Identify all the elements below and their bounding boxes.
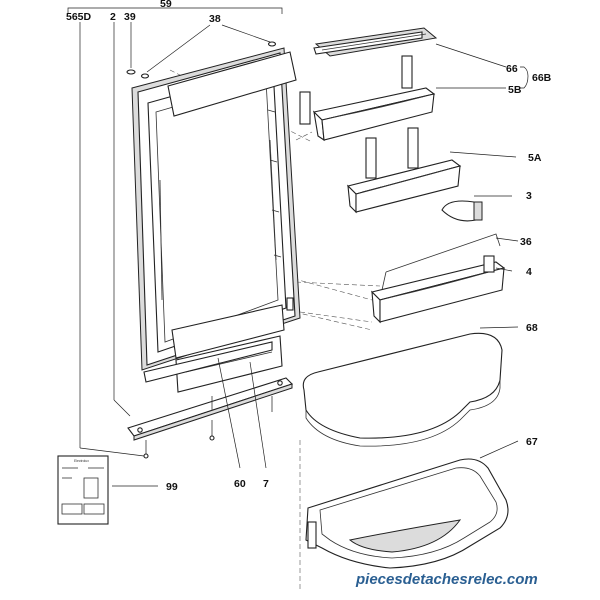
label-59: 59: [160, 0, 172, 10]
door-shelf-5b: [299, 55, 436, 142]
manual-brand: Electrolux: [74, 459, 89, 463]
label-60: 60: [234, 478, 246, 490]
label-67: 67: [526, 436, 538, 448]
shelf-lid-66: [313, 27, 438, 57]
label-66b: 66B: [532, 72, 552, 84]
label-2: 2: [110, 11, 116, 23]
label-68: 68: [526, 322, 538, 334]
label-3: 3: [526, 190, 532, 202]
label-36: 36: [520, 236, 532, 248]
door-frame: [131, 47, 301, 371]
kick-plate: [143, 335, 283, 393]
part-labels: 565D 2 39 59 38 66 66B 5B 5A 3 36 4 68 6…: [66, 0, 552, 493]
door-shelf-5a: [346, 127, 462, 214]
leader-lines: [79, 22, 529, 487]
small-cover-3: [441, 200, 483, 222]
watermark: piecesdetachesrelec.com: [355, 571, 538, 588]
door-gasket: [167, 51, 297, 359]
top-bracket-59: [67, 7, 283, 14]
hinge-bar: [127, 377, 294, 459]
crisper-cover-68: [302, 332, 503, 447]
door-shelf-4: [370, 233, 506, 324]
label-99: 99: [166, 481, 178, 493]
screws-top: [126, 41, 277, 79]
label-5a: 5A: [528, 152, 542, 164]
crisper-drawer-67: [305, 458, 509, 569]
label-66: 66: [506, 63, 518, 75]
label-4: 4: [526, 266, 532, 278]
label-7: 7: [263, 478, 269, 490]
manual-booklet-99: Electrolux: [57, 455, 109, 525]
label-5b: 5B: [508, 84, 522, 96]
label-39: 39: [124, 11, 136, 23]
label-565d: 565D: [66, 11, 92, 23]
label-38: 38: [209, 13, 221, 25]
